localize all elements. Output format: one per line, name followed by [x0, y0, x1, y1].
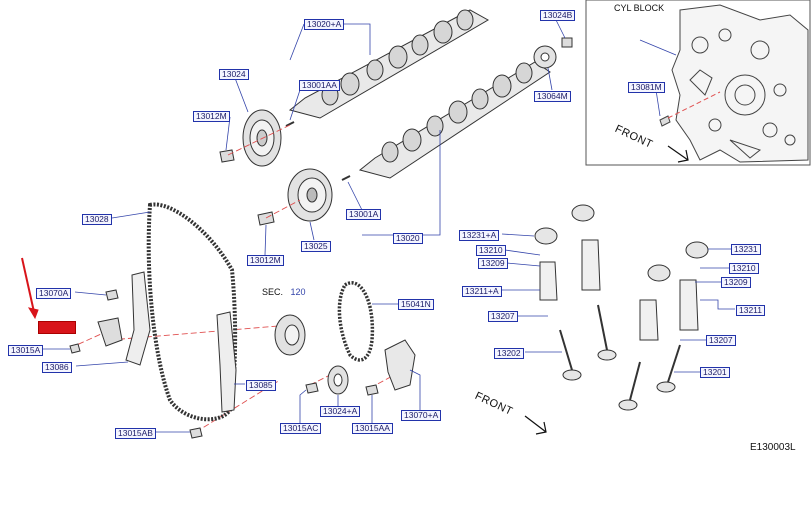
bolt-13015ac — [305, 382, 319, 394]
valve-train — [534, 204, 709, 411]
bolt-13012m-mid — [257, 211, 275, 226]
label-13209-left[interactable]: 13209 — [478, 258, 508, 269]
label-13231a[interactable]: 13231+A — [459, 230, 500, 241]
label-13211a[interactable]: 13211+A — [462, 286, 502, 297]
label-13020a[interactable]: 13020+A — [304, 19, 345, 30]
cam-sprocket-13024 — [242, 109, 282, 167]
highlighted-part-label[interactable] — [38, 321, 76, 334]
figure-id: E130003L — [750, 442, 796, 453]
label-13081m[interactable]: 13081M — [628, 82, 665, 93]
pin-13001a — [341, 175, 351, 181]
sprocket-13024a — [327, 365, 349, 395]
label-13207-left[interactable]: 13207 — [488, 311, 518, 322]
label-13015ac[interactable]: 13015AC — [280, 423, 322, 434]
bolt-13015a — [69, 343, 81, 354]
label-13210-right[interactable]: 13210 — [729, 263, 759, 274]
label-13201[interactable]: 13201 — [700, 367, 730, 378]
label-15041n[interactable]: 15041N — [398, 299, 434, 310]
label-13207-right[interactable]: 13207 — [706, 335, 736, 346]
pin-13001aa — [285, 121, 295, 127]
label-13025[interactable]: 13025 — [301, 241, 331, 252]
label-13015aa[interactable]: 13015AA — [352, 423, 393, 434]
bolt-13012m-top — [219, 149, 235, 163]
chain-guide-13085 — [216, 311, 237, 413]
oil-pump-chain-15041n — [337, 281, 375, 362]
label-13024a[interactable]: 13024+A — [320, 406, 361, 417]
label-13015ab[interactable]: 13015AB — [115, 428, 156, 439]
label-13086[interactable]: 13086 — [42, 362, 72, 373]
label-13209-right[interactable]: 13209 — [721, 277, 751, 288]
camshaft-lower — [358, 61, 551, 179]
crank-sprocket — [274, 314, 306, 356]
dowel-pin-13081m — [659, 115, 671, 127]
sec-number[interactable]: 120 — [290, 287, 306, 297]
label-13064m[interactable]: 13064M — [534, 91, 571, 102]
vtc-sprocket-13025 — [287, 168, 333, 222]
camshaft-upper — [288, 9, 490, 119]
label-13020[interactable]: 13020 — [393, 233, 423, 244]
bolt-13015aa — [365, 384, 379, 396]
signal-plate-13064m — [533, 45, 557, 69]
front-arrow-inset — [667, 145, 689, 163]
dowel-centerline — [667, 91, 721, 119]
sec-label: SEC. 120 — [262, 287, 306, 297]
label-13085[interactable]: 13085 — [246, 380, 276, 391]
label-13015a[interactable]: 13015A — [8, 345, 44, 356]
plug-13024b — [561, 37, 573, 48]
label-13070a[interactable]: 13070A — [36, 288, 72, 299]
cyl-block-title: CYL BLOCK — [614, 3, 665, 13]
label-13028[interactable]: 13028 — [82, 214, 112, 225]
label-13024[interactable]: 13024 — [219, 69, 249, 80]
label-13001a[interactable]: 13001A — [346, 209, 382, 220]
front-arrow-main — [524, 415, 547, 435]
cyl-block-drawing — [671, 4, 809, 163]
label-13024b[interactable]: 13024B — [540, 10, 576, 21]
label-13001aa[interactable]: 13001AA — [299, 80, 340, 91]
chain-tensioner — [97, 317, 123, 347]
bolt-13070a — [105, 289, 119, 301]
chain-guide-13086 — [125, 271, 151, 366]
label-13231-right[interactable]: 13231 — [731, 244, 761, 255]
sec-text: SEC. — [262, 287, 284, 297]
label-13012m-mid[interactable]: 13012M — [247, 255, 284, 266]
label-13211-right[interactable]: 13211 — [736, 305, 766, 316]
label-13210-left[interactable]: 13210 — [476, 245, 506, 256]
label-13070a-plus[interactable]: 13070+A — [401, 410, 442, 421]
bolt-13015ab — [189, 427, 203, 439]
highlight-arrow — [21, 257, 39, 320]
label-13202[interactable]: 13202 — [494, 348, 524, 359]
label-13012m-top[interactable]: 13012M — [193, 111, 230, 122]
tensioner-13070a — [384, 339, 416, 391]
